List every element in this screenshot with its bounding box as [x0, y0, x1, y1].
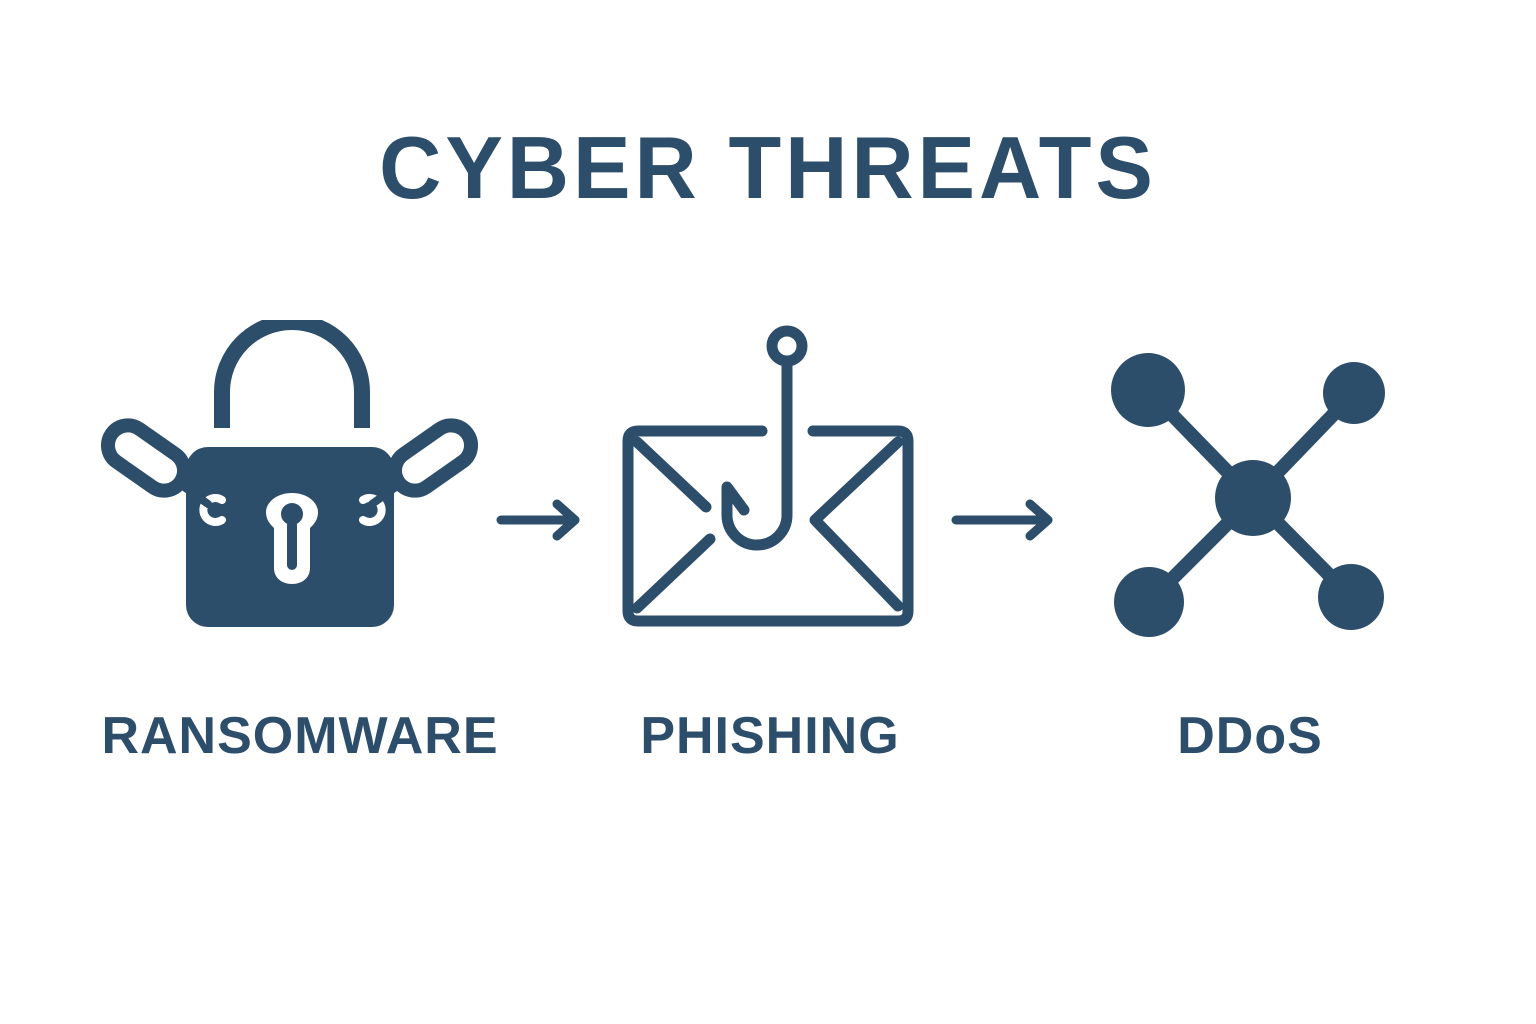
- envelope-with-fishhook-icon: [615, 318, 920, 633]
- page-title: CYBER THREATS: [379, 118, 1157, 217]
- label-phishing: PHISHING: [640, 707, 900, 765]
- arrow-right-icon: [950, 498, 1058, 542]
- padlock-with-chains-icon: [100, 320, 490, 635]
- network-nodes-icon: [1100, 340, 1400, 640]
- label-ddos: DDoS: [1177, 707, 1323, 765]
- label-ransomware: RANSOMWARE: [101, 707, 499, 765]
- arrow-right-icon: [495, 498, 585, 542]
